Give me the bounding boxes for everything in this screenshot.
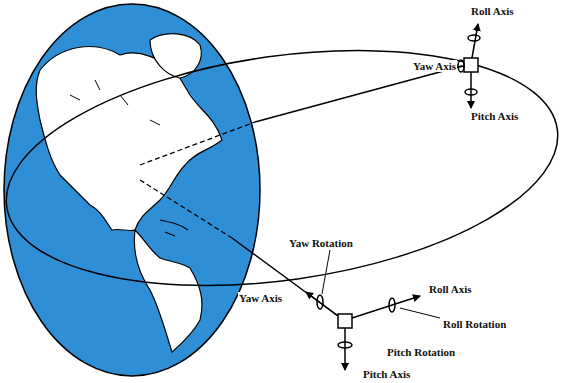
axis-label: Yaw Axis xyxy=(412,60,457,72)
caribbean xyxy=(160,220,188,236)
satellite-top xyxy=(458,24,480,108)
rotation-label: Roll Rotation xyxy=(442,318,507,330)
axis-label: Pitch Axis xyxy=(362,368,411,380)
lakes xyxy=(70,80,160,125)
axis-label: Roll Axis xyxy=(428,283,472,295)
dashed-line xyxy=(140,180,232,238)
radius-line xyxy=(255,66,462,122)
axis-label: Yaw Axis xyxy=(238,292,283,304)
orbit-ellipse xyxy=(0,18,569,317)
earth-globe xyxy=(4,4,260,376)
rotation-label: Yaw Rotation xyxy=(288,237,354,249)
axis-label: Roll Axis xyxy=(470,5,514,17)
radius-line xyxy=(232,238,338,316)
axis-label: Pitch Axis xyxy=(470,110,519,122)
south-america xyxy=(134,230,202,352)
dashed-line xyxy=(140,122,255,165)
continent xyxy=(36,47,222,231)
rotation-label: Pitch Rotation xyxy=(386,346,456,358)
